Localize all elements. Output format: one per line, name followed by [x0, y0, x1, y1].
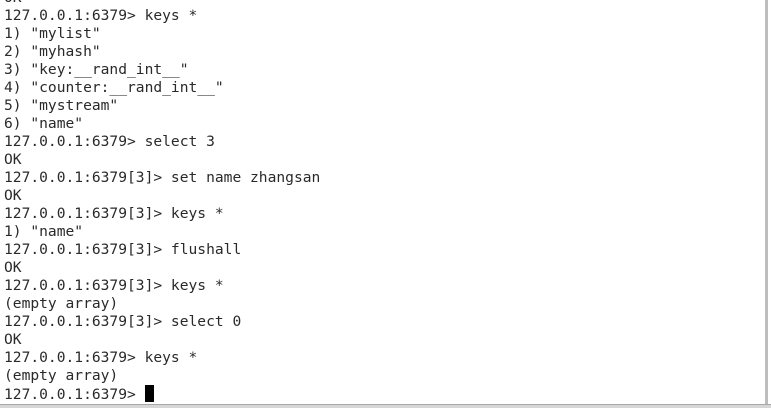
- text-cursor: [144, 385, 154, 402]
- output-line: 5) "mystream": [4, 97, 119, 114]
- output-line: 6) "name": [4, 115, 84, 132]
- vertical-scrollbar[interactable]: [765, 0, 768, 404]
- command-line: 127.0.0.1:6379> keys *: [4, 349, 198, 366]
- output-line: OK: [4, 151, 22, 168]
- scrollbar-thumb[interactable]: [765, 0, 768, 404]
- output-line: OK: [4, 259, 22, 276]
- active-prompt-line[interactable]: 127.0.0.1:6379>: [4, 385, 320, 403]
- command-line: 127.0.0.1:6379[3]> set name zhangsan: [4, 169, 321, 186]
- command-line: 127.0.0.1:6379[3]> keys *: [4, 277, 224, 294]
- output-line: (empty array): [4, 367, 119, 384]
- command-line: 127.0.0.1:6379> select 3: [4, 133, 215, 150]
- output-line: 1) "mylist": [4, 25, 101, 42]
- command-line: 127.0.0.1:6379[3]> flushall: [4, 241, 242, 258]
- command-line: 127.0.0.1:6379[3]> select 0: [4, 313, 242, 330]
- output-line: OK: [4, 187, 22, 204]
- output-line: 3) "key:__rand_int__": [4, 61, 189, 78]
- output-line: OK: [4, 0, 320, 7]
- command-line: 127.0.0.1:6379> keys *: [4, 7, 198, 24]
- output-line: 4) "counter:__rand_int__": [4, 79, 224, 96]
- command-line: 127.0.0.1:6379[3]> keys *: [4, 205, 224, 222]
- output-line: 2) "myhash": [4, 43, 101, 60]
- output-line: OK: [4, 331, 22, 348]
- terminal-output: OK 127.0.0.1:6379> keys * 1) "mylist" 2)…: [4, 0, 320, 403]
- output-line: 1) "name": [4, 223, 84, 240]
- prompt-text: 127.0.0.1:6379>: [4, 386, 136, 403]
- window-bottom-edge: [0, 404, 771, 408]
- output-line: (empty array): [4, 295, 119, 312]
